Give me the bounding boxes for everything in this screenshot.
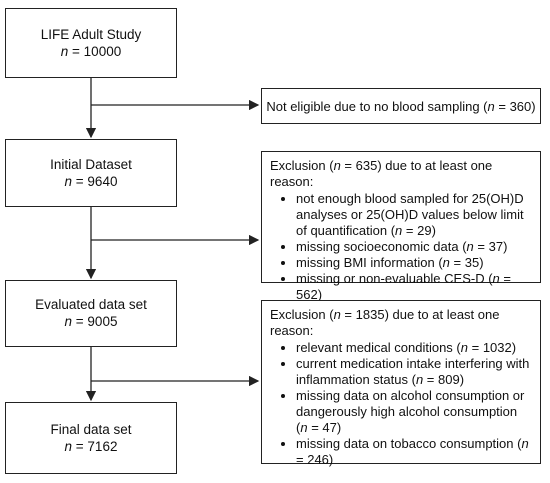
exclusion-1-list: not enough blood sampled for 25(OH)D ana… — [270, 191, 532, 303]
list-item: missing data on tobacco consumption (n =… — [296, 436, 532, 468]
box-title: LIFE Adult Study — [40, 26, 142, 42]
box-count: n = 9005 — [64, 314, 118, 329]
box-count: n = 9640 — [64, 173, 118, 189]
list-item: missing socioeconomic data (n = 37) — [296, 239, 532, 255]
box-evaluated-data-set: Evaluated data set n = 9005 — [5, 280, 177, 347]
box-count: n = 7162 — [64, 438, 118, 454]
box-life-adult-study: LIFE Adult Study n = 10000 — [5, 8, 177, 78]
list-item: missing or non-evaluable CES-D (n = 562) — [296, 271, 532, 303]
box-final-data-set: Final data set n = 7162 — [5, 402, 177, 474]
list-item: missing data on alcohol consumption or d… — [296, 388, 532, 436]
list-item: missing BMI information (n = 35) — [296, 255, 532, 271]
box-not-eligible: Not eligible due to no blood sampling (n… — [261, 88, 541, 124]
box-title: Initial Dataset — [50, 156, 132, 172]
box-title: Final data set — [50, 421, 132, 437]
box-exclusion-2: Exclusion (n = 1835) due to at least one… — [261, 300, 541, 467]
list-item: relevant medical conditions (n = 1032) — [296, 340, 532, 356]
box-exclusion-1: Exclusion (n = 635) due to at least one … — [261, 151, 541, 302]
exclusion-2-heading: Exclusion (n = 1835) due to at least one… — [270, 307, 500, 338]
exclusion-2-list: relevant medical conditions (n = 1032) c… — [270, 340, 532, 468]
box-count: n = 10000 — [60, 43, 122, 59]
list-item: current medication intake interfering wi… — [296, 356, 532, 388]
exclusion-1-heading: Exclusion (n = 635) due to at least one … — [270, 158, 493, 189]
list-item: not enough blood sampled for 25(OH)D ana… — [296, 191, 532, 239]
box-initial-dataset: Initial Dataset n = 9640 — [5, 139, 177, 207]
box-title: Evaluated data set — [35, 297, 147, 312]
not-eligible-text: Not eligible due to no blood sampling (n… — [266, 98, 536, 114]
